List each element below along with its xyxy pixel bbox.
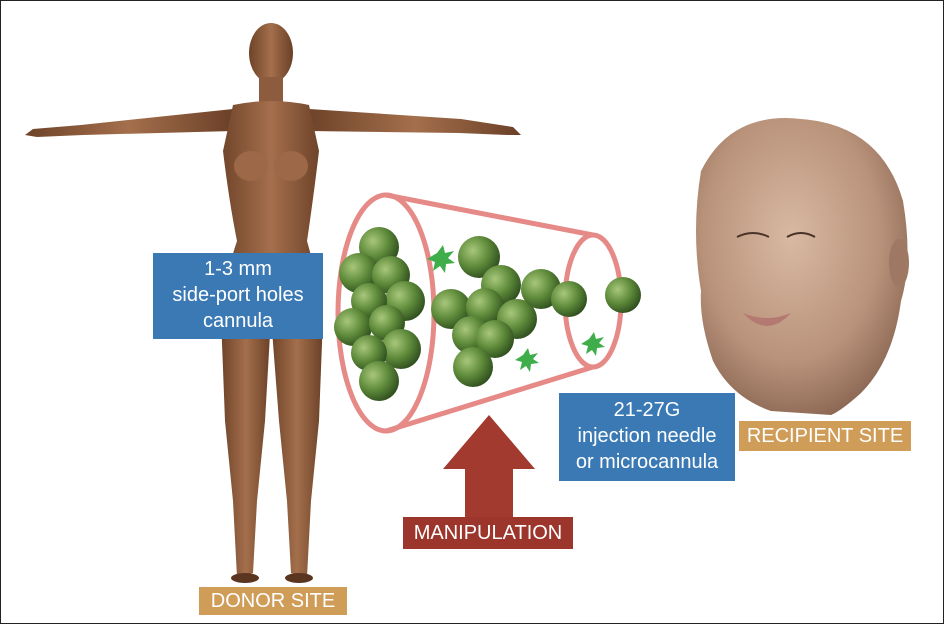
cannula-label-line: cannula bbox=[153, 308, 323, 334]
cannula-label: 1-3 mm side-port holes cannula bbox=[153, 253, 323, 339]
needle-label: 21-27G injection needle or microcannula bbox=[559, 393, 735, 481]
recipient-site-label: RECIPIENT SITE bbox=[739, 421, 911, 451]
manipulation-arrow bbox=[443, 415, 535, 517]
donor-site-label: DONOR SITE bbox=[199, 587, 347, 615]
needle-label-line: injection needle bbox=[559, 423, 735, 449]
manipulation-label: MANIPULATION bbox=[403, 517, 573, 549]
recipient-face bbox=[696, 118, 909, 415]
cannula-label-line: 1-3 mm bbox=[153, 256, 323, 282]
cannula-label-line: side-port holes bbox=[153, 282, 323, 308]
needle-label-line: or microcannula bbox=[559, 449, 735, 475]
fat-cells bbox=[334, 227, 641, 401]
needle-label-line: 21-27G bbox=[559, 397, 735, 423]
